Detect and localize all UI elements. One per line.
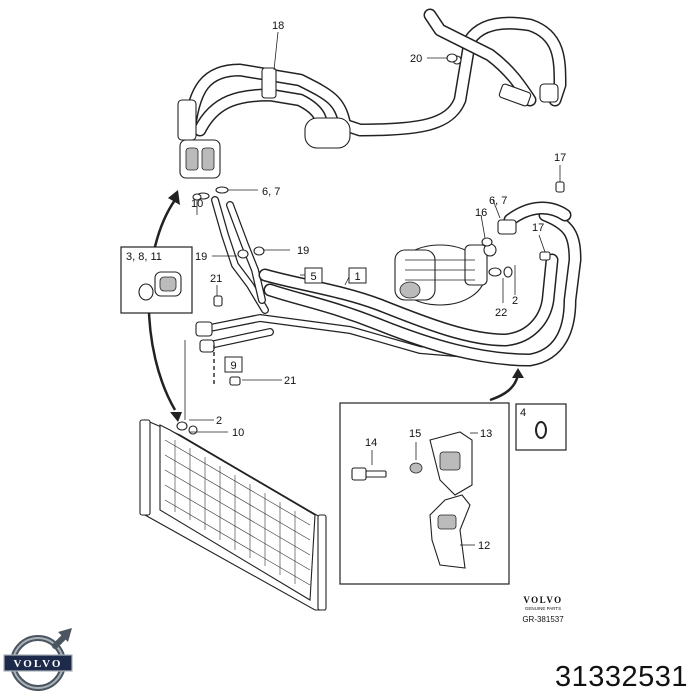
callout-12: 12 bbox=[478, 540, 490, 552]
boxed-label-9: 9 bbox=[224, 356, 243, 373]
callout-2-right: 2 bbox=[512, 295, 518, 307]
callout-6-7-right: 6, 7 bbox=[489, 195, 507, 207]
boxed-label-1-text: 1 bbox=[354, 271, 360, 283]
callout-numbers: 18 20 17 6, 7 6, 7 16 10 17 19 19 21 2 2… bbox=[126, 20, 566, 552]
callout-19-right: 19 bbox=[297, 245, 309, 257]
callout-21-bottom: 21 bbox=[284, 375, 296, 387]
callout-6-7-left: 6, 7 bbox=[262, 186, 280, 198]
callout-22: 22 bbox=[495, 307, 507, 319]
callout-3-8-11: 3, 8, 11 bbox=[126, 251, 162, 263]
inset-box-4 bbox=[515, 403, 567, 451]
upper-suction-hose bbox=[183, 8, 567, 149]
inset-box-bracket bbox=[339, 402, 510, 585]
callout-14: 14 bbox=[365, 437, 377, 449]
callout-21-top: 21 bbox=[210, 273, 222, 285]
compressor-hoses bbox=[258, 201, 582, 367]
genuine-parts-text: GENUINE PARTS bbox=[525, 606, 561, 611]
boxed-label-9-text: 9 bbox=[230, 360, 236, 372]
inset-box-3-8-11 bbox=[120, 246, 193, 314]
left-connector-block bbox=[177, 99, 229, 200]
callout-10-top: 10 bbox=[191, 198, 203, 210]
callout-17-right: 17 bbox=[532, 222, 544, 234]
boxed-label-1: 1 bbox=[348, 267, 367, 284]
callout-2-left: 2 bbox=[216, 415, 222, 427]
callout-15: 15 bbox=[409, 428, 421, 440]
small-volvo-text: VOLVO bbox=[523, 595, 562, 605]
genuine-parts-mark: VOLVO GENUINE PARTS GR-381537 bbox=[522, 595, 564, 624]
volvo-logo-text: VOLVO bbox=[14, 658, 63, 670]
callout-4: 4 bbox=[520, 407, 526, 419]
ac-compressor bbox=[394, 237, 513, 306]
callout-13: 13 bbox=[480, 428, 492, 440]
callout-18: 18 bbox=[272, 20, 284, 32]
volvo-logo: VOLVO bbox=[3, 628, 73, 691]
condenser bbox=[139, 419, 327, 611]
leader-lines bbox=[184, 31, 561, 546]
callout-16: 16 bbox=[475, 207, 487, 219]
boxed-label-5-text: 5 bbox=[310, 271, 316, 283]
boxed-label-5: 5 bbox=[304, 267, 323, 284]
callout-17-top: 17 bbox=[554, 152, 566, 164]
callout-10-bottom: 10 bbox=[232, 427, 244, 439]
drawing-code: GR-381537 bbox=[522, 615, 564, 624]
fasteners bbox=[176, 53, 565, 435]
callout-20: 20 bbox=[410, 53, 422, 65]
callout-19-left: 19 bbox=[195, 251, 207, 263]
part-number: 31332531 bbox=[554, 661, 688, 693]
